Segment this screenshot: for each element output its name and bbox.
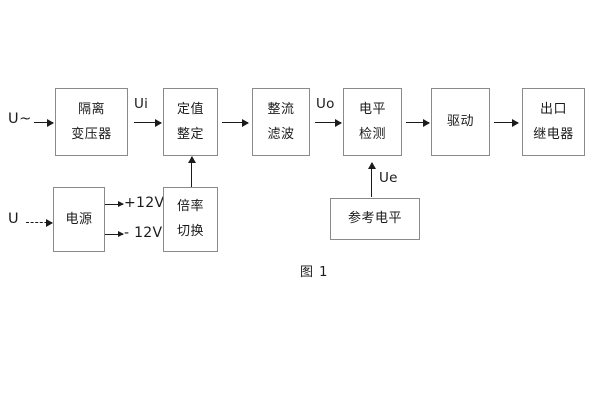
input-port-dc-label: U: [8, 211, 20, 227]
arrow-dc-input-to-power-supply: [26, 218, 53, 227]
arrow-setpoint-setting-to-rectify-filter: [222, 118, 249, 127]
arrow-drive-to-output-relay: [494, 118, 519, 127]
block-drive: 驱动: [431, 88, 490, 156]
block-multiplier-switch-line-1: 倍率: [176, 199, 204, 215]
arrow-ac-input-to-isolation-transformer: [34, 118, 54, 127]
arrow-multiplier-switch-to-setpoint-setting: [187, 156, 196, 187]
block-isolation-transformer: 隔离 变压器: [55, 88, 128, 156]
block-reference-level-line-1: 参考电平: [347, 211, 402, 227]
signal-label-uo: Uo: [316, 96, 335, 112]
block-setpoint-setting: 定值 整定: [163, 88, 218, 156]
block-isolation-transformer-line-2: 变压器: [71, 126, 112, 142]
arrow-rectify-filter-to-level-detection: [315, 118, 342, 127]
arrow-level-detection-to-drive: [406, 118, 430, 127]
power-rail-positive-label: +12V: [124, 195, 165, 211]
block-rectify-filter: 整流 滤波: [252, 88, 310, 156]
block-rectify-filter-line-1: 整流: [267, 101, 295, 117]
signal-label-ue: Ue: [379, 170, 398, 186]
block-level-detection-line-2: 检测: [358, 126, 386, 142]
block-level-detection: 电平 检测: [343, 88, 402, 156]
signal-label-ui: Ui: [134, 96, 149, 112]
block-rectify-filter-line-2: 滤波: [267, 126, 295, 142]
arrow-power-supply-positive-rail: [105, 201, 124, 208]
figure-caption: 图 1: [300, 265, 329, 280]
block-output-relay: 出口 继电器: [522, 88, 585, 156]
arrow-isolation-transformer-to-setpoint-setting: [134, 118, 162, 127]
input-port-ac-label: U~: [8, 111, 32, 127]
block-power-supply: 电源: [53, 187, 105, 252]
block-setpoint-setting-line-2: 整定: [176, 126, 204, 142]
power-rail-negative-label: - 12V: [124, 225, 163, 241]
block-output-relay-line-2: 继电器: [533, 126, 574, 142]
block-setpoint-setting-line-1: 定值: [176, 101, 204, 117]
block-reference-level: 参考电平: [330, 198, 420, 240]
block-multiplier-switch: 倍率 切换: [163, 187, 218, 252]
block-level-detection-line-1: 电平: [358, 101, 386, 117]
arrow-reference-level-to-level-detection: [367, 162, 376, 197]
block-multiplier-switch-line-2: 切换: [176, 224, 204, 239]
block-isolation-transformer-line-1: 隔离: [77, 101, 105, 117]
arrow-power-supply-negative-rail: [105, 231, 124, 238]
block-drive-line-1: 驱动: [446, 114, 474, 130]
block-power-supply-line-1: 电源: [65, 211, 93, 227]
block-output-relay-line-1: 出口: [539, 101, 567, 117]
